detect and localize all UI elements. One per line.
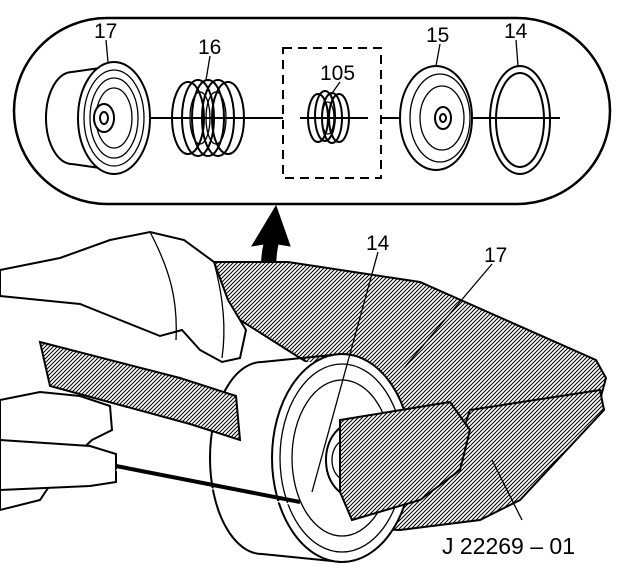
callout-small-spring: 105 <box>320 62 355 85</box>
exploded-view-inset: 17 16 105 15 14 <box>12 16 612 206</box>
callout-main-piston: 17 <box>484 244 507 267</box>
tool-handle <box>38 340 242 442</box>
screwdriver-handle <box>0 438 117 492</box>
tool-number-caption: J 22269 – 01 <box>442 533 575 559</box>
callout-snap-ring: 14 <box>504 20 528 43</box>
piston-part <box>45 61 151 175</box>
callout-main-snap-ring: 14 <box>366 232 390 255</box>
retainer-part <box>399 65 473 171</box>
small-spring-highlight-box <box>282 47 382 179</box>
compressor-tool-assembly: 14 17 J 22269 – 01 <box>0 230 608 563</box>
callout-retainer: 15 <box>426 24 449 47</box>
spring-part <box>171 79 245 157</box>
callout-piston: 17 <box>94 20 117 43</box>
left-hand <box>0 230 248 364</box>
press-plate <box>339 400 472 522</box>
callout-spring: 16 <box>198 36 221 59</box>
snap-ring-part <box>489 65 551 175</box>
